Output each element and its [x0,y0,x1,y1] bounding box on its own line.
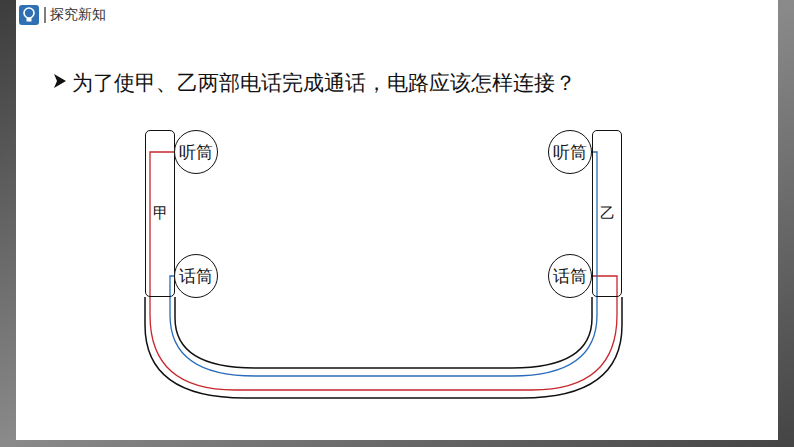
phone-wire [170,152,597,376]
phone-name: 乙 [600,204,615,223]
section-header: 探究新知 [50,6,106,24]
header-divider [44,7,46,23]
question-title: 为了使甲、乙两部电话完成通话，电路应该怎样连接？ [72,69,576,97]
phone-handle: 乙 [592,130,622,297]
phone-name: 甲 [153,204,168,223]
mouthpiece-circle: 话筒 [174,254,218,298]
part-label: 话筒 [179,267,213,286]
mouthpiece-circle: 话筒 [548,254,592,298]
bulb-icon [19,5,39,25]
cable-inner [175,297,592,368]
part-label: 话筒 [553,267,587,286]
cable-outer [145,297,622,398]
content-panel [16,0,778,440]
earpiece-circle: 听筒 [174,130,218,174]
bulb-glass [24,8,34,18]
earpiece-circle: 听筒 [548,130,592,174]
bulb-base [27,18,32,22]
phone-wire [150,152,617,390]
bullet-arrow [54,74,66,88]
part-label: 听筒 [179,143,213,162]
phone-handle: 甲 [145,130,175,297]
part-label: 听筒 [553,143,587,162]
